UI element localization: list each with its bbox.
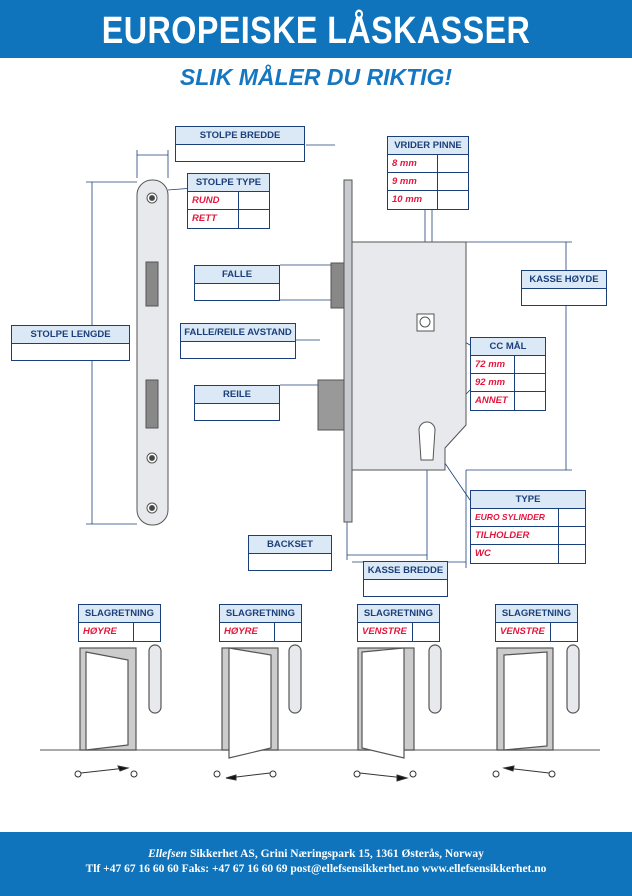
option-checkbox[interactable] [515, 392, 545, 410]
option-checkbox[interactable] [515, 356, 545, 373]
table-header: FALLE/REILE AVSTAND [181, 324, 295, 342]
falle-table: FALLE [194, 265, 280, 301]
backset-field[interactable] [249, 554, 331, 570]
option-checkbox[interactable] [239, 210, 269, 228]
table-header: CC MÅL [471, 338, 545, 356]
bolt-hole [145, 379, 159, 429]
door-2 [221, 644, 302, 759]
option-checkbox[interactable] [239, 192, 269, 209]
footer-contact: Tlf +47 67 16 60 60 Faks: +47 67 16 60 6… [85, 863, 547, 875]
table-header: SLAGRETNING [358, 605, 439, 623]
option-checkbox[interactable] [515, 374, 545, 391]
option-checkbox[interactable] [559, 545, 585, 563]
option-label: RUND [188, 192, 239, 209]
lock-case [317, 179, 467, 523]
option-label: ANNET [471, 392, 515, 410]
option-checkbox[interactable] [413, 623, 439, 641]
bolt [317, 379, 347, 431]
table-header: STOLPE BREDDE [176, 127, 304, 145]
cc-maal-table: CC MÅL 72 mm 92 mm ANNET [470, 337, 546, 411]
option-checkbox[interactable] [559, 527, 585, 544]
stolpe-bredde-table: STOLPE BREDDE [175, 126, 305, 162]
option-label: 9 mm [388, 173, 438, 190]
vrider-pinne-table: VRIDER PINNE 8 mm 9 mm 10 mm [387, 136, 469, 210]
door-4 [496, 644, 580, 751]
option-checkbox[interactable] [551, 623, 577, 641]
option-label: TILHOLDER [471, 527, 559, 544]
swing-arrows [74, 765, 556, 782]
stolpe-lengde-table: STOLPE LENGDE [11, 325, 130, 361]
table-header: FALLE [195, 266, 279, 284]
table-header: STOLPE LENGDE [12, 326, 129, 344]
kasse-hoyde-field[interactable] [522, 289, 606, 305]
option-label: RETT [188, 210, 239, 228]
kasse-hoyde-table: KASSE HØYDE [521, 270, 607, 306]
door-1 [79, 644, 162, 751]
table-header: KASSE HØYDE [522, 271, 606, 289]
table-header: TYPE [471, 491, 585, 509]
option-label: 72 mm [471, 356, 515, 373]
door-3 [357, 644, 442, 759]
footer-address: Ellefsen Sikkerhet AS, Grini Næringspark… [0, 847, 632, 862]
strike-plate [136, 179, 169, 526]
kasse-bredde-table: KASSE BREDDE [363, 561, 448, 597]
page-header: EUROPEISKE LÅSKASSER [0, 0, 632, 58]
option-label: EURO SYLINDER [471, 509, 559, 526]
option-label: HØYRE [79, 623, 134, 641]
type-table: TYPE EURO SYLINDER TILHOLDER WC [470, 490, 586, 564]
table-header: KASSE BREDDE [364, 562, 447, 580]
reile-field[interactable] [195, 404, 279, 420]
option-label: VENSTRE [358, 623, 413, 641]
falle-field[interactable] [195, 284, 279, 300]
table-header: SLAGRETNING [79, 605, 160, 623]
option-label: HØYRE [220, 623, 275, 641]
page-subtitle: SLIK MÅLER DU RIKTIG! [179, 64, 453, 90]
table-header: SLAGRETNING [496, 605, 577, 623]
option-checkbox[interactable] [438, 155, 468, 172]
footer-line1: Sikkerhet AS, Grini Næringspark 15, 1361… [187, 848, 484, 860]
footer: Ellefsen Sikkerhet AS, Grini Næringspark… [0, 832, 632, 896]
reile-table: REILE [194, 385, 280, 421]
kasse-bredde-field[interactable] [364, 580, 447, 596]
page-title: EUROPEISKE LÅSKASSER [101, 10, 531, 52]
latch-hole [145, 261, 159, 307]
table-header: STOLPE TYPE [188, 174, 269, 192]
option-checkbox[interactable] [438, 191, 468, 209]
table-header: REILE [195, 386, 279, 404]
backset-table: BACKSET [248, 535, 332, 571]
option-label: 8 mm [388, 155, 438, 172]
doors [40, 644, 600, 759]
option-checkbox[interactable] [559, 509, 585, 526]
falle-reile-avstand-table: FALLE/REILE AVSTAND [180, 323, 296, 359]
cylinder-hole [418, 421, 436, 461]
stolpe-type-table: STOLPE TYPE RUND RETT [187, 173, 270, 229]
stolpe-bredde-field[interactable] [176, 145, 304, 161]
stolpe-lengde-field[interactable] [12, 344, 129, 360]
face-plate [343, 179, 353, 523]
footer-brand: Ellefsen [148, 848, 188, 860]
falle-reile-avstand-field[interactable] [181, 342, 295, 358]
option-checkbox[interactable] [134, 623, 160, 641]
table-header: SLAGRETNING [220, 605, 301, 623]
option-label: 92 mm [471, 374, 515, 391]
option-checkbox[interactable] [275, 623, 301, 641]
option-label: VENSTRE [496, 623, 551, 641]
option-label: WC [471, 545, 559, 563]
table-header: VRIDER PINNE [388, 137, 468, 155]
option-label: 10 mm [388, 191, 438, 209]
option-checkbox[interactable] [438, 173, 468, 190]
table-header: BACKSET [249, 536, 331, 554]
